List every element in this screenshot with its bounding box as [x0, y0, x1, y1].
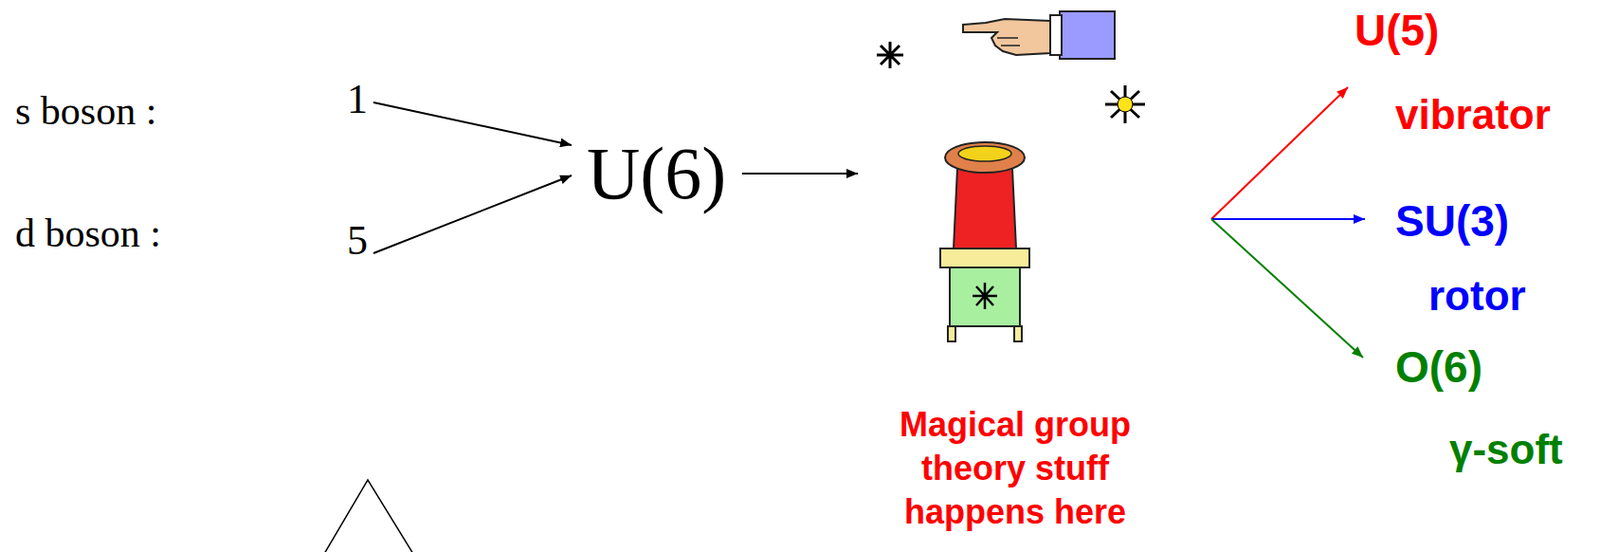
magic-hat — [945, 142, 1025, 249]
pointing-hand — [963, 11, 1115, 59]
node-subtitle: rotor — [1428, 272, 1527, 320]
magic-table — [940, 248, 1030, 342]
node-subtitle: vibrator — [1395, 90, 1551, 139]
boson-label: d boson : — [15, 210, 162, 256]
arrow-connector — [1211, 218, 1364, 358]
arrow-connector — [373, 102, 572, 146]
arrow-connector — [373, 175, 572, 254]
node-title: U(5) — [1354, 5, 1551, 55]
count-number: 5 — [341, 218, 374, 264]
triangle-lines — [324, 479, 414, 552]
boson-label: s boson : — [15, 88, 157, 134]
node-title: SU(3) — [1395, 196, 1527, 246]
limit-node: O(6) γ-soft — [1363, 342, 1571, 473]
node-title: U(6) — [586, 131, 728, 216]
limit-node: SU(3) rotor — [1364, 196, 1534, 320]
arrow-connector — [1211, 87, 1348, 219]
node-title: O(6) — [1395, 342, 1564, 392]
node-title: 5 — [346, 218, 368, 264]
node-title: Magical group theory stuff happens here — [872, 402, 1158, 534]
count-number: 1 — [341, 76, 374, 123]
node-subtitle: γ-soft — [1449, 425, 1564, 473]
limit-node: U(5) vibrator — [1347, 5, 1559, 139]
group-label: U(6) — [571, 131, 743, 216]
magic-node: Magical group theory stuff happens here — [857, 0, 1212, 546]
sparkle-star — [1105, 85, 1146, 124]
sparkle-star — [876, 41, 904, 69]
node-title: 1 — [346, 76, 368, 123]
arrow-connector — [1211, 218, 1365, 220]
arrow-connector — [742, 172, 858, 175]
